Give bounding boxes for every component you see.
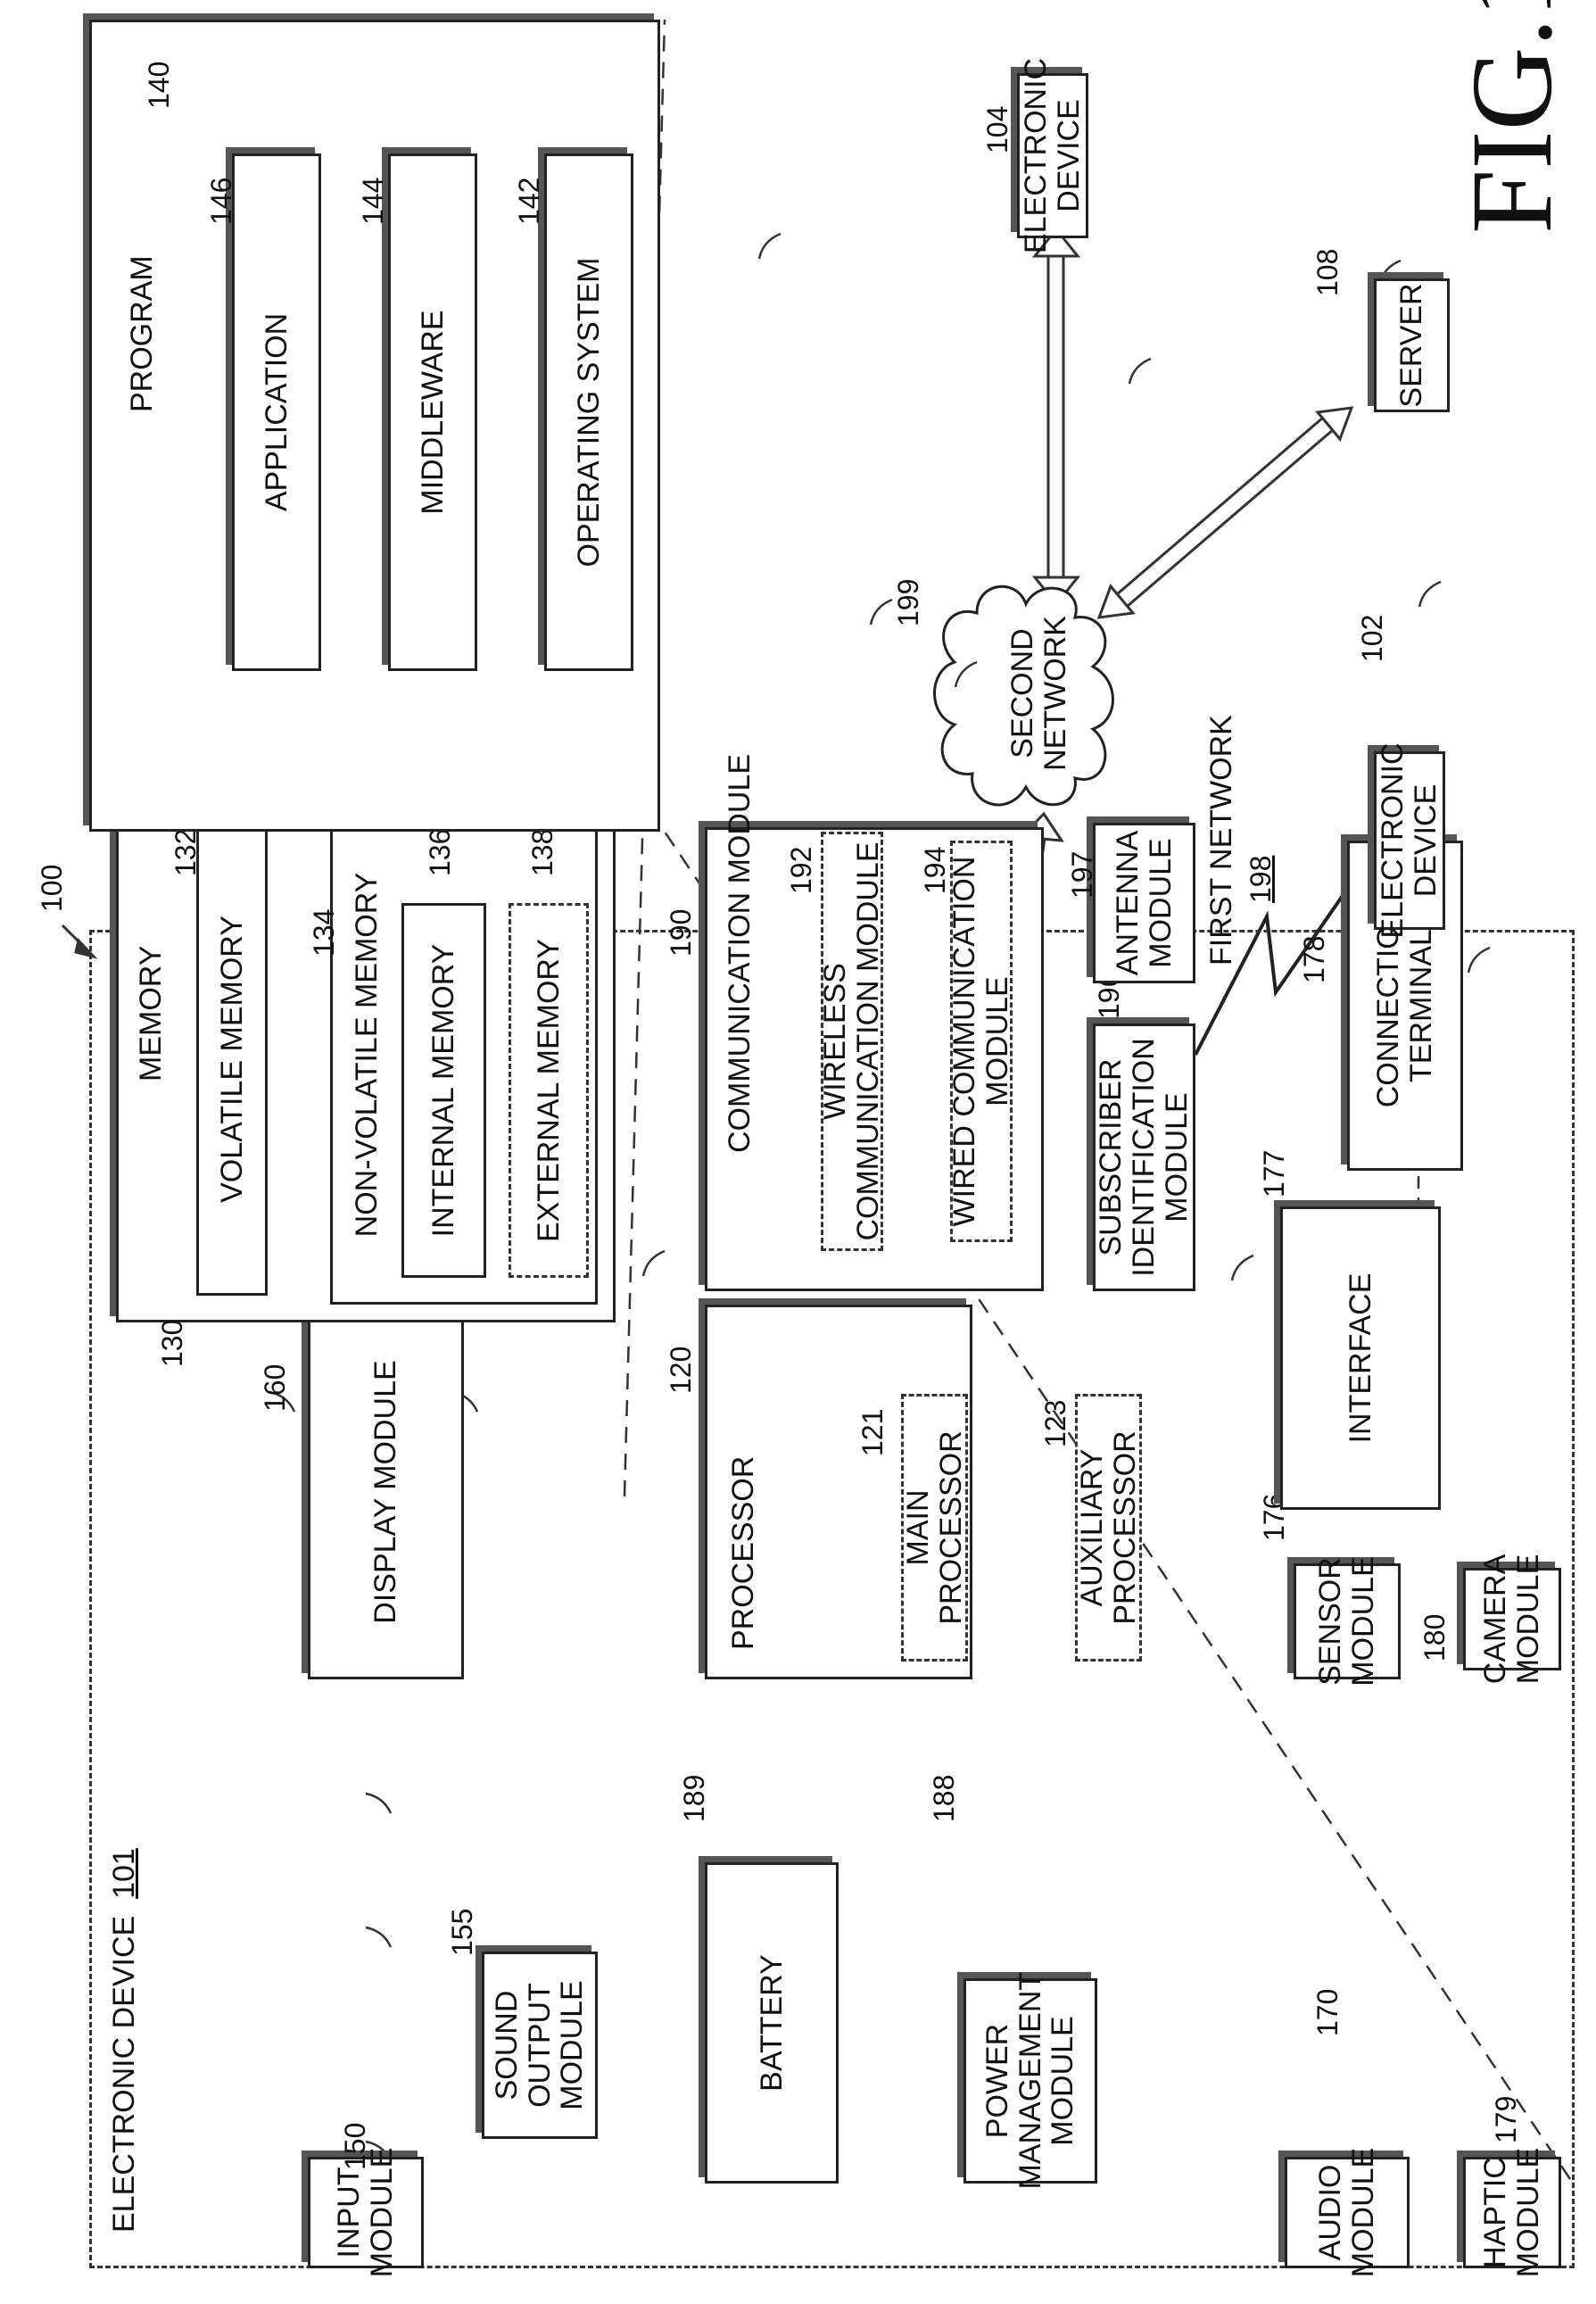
interface-box: INTERFACE xyxy=(1280,1206,1441,1510)
haptic-module-ref: 179 xyxy=(1490,2096,1523,2143)
second-network-ref: 199 xyxy=(892,579,925,626)
connection-terminal-ref: 178 xyxy=(1298,936,1331,983)
first-network-ref: 198 xyxy=(1245,856,1278,903)
display-module-ref: 160 xyxy=(259,1364,292,1412)
internal-memory-ref: 136 xyxy=(424,829,457,876)
middleware-box: MIDDLEWARE xyxy=(388,153,477,671)
server-ref: 108 xyxy=(1311,249,1344,296)
camera-module-ref: 180 xyxy=(1418,1614,1451,1662)
power-management-module-box: POWER MANAGEMENT MODULE xyxy=(963,1978,1097,2184)
server-box: SERVER xyxy=(1374,278,1450,412)
arrow-network-to-104 xyxy=(1035,229,1078,604)
external-memory-box: EXTERNAL MEMORY xyxy=(509,903,589,1278)
display-module-box: DISPLAY MODULE xyxy=(308,1305,464,1679)
program-ref: 140 xyxy=(143,62,176,109)
second-network-label-box: SECOND NETWORK xyxy=(990,617,1088,769)
volatile-memory-box: VOLATILE MEMORY xyxy=(196,823,268,1296)
input-module-ref: 150 xyxy=(339,2123,372,2170)
memory-label: MEMORY xyxy=(134,946,169,1082)
subscriber-identification-module-box: SUBSCRIBER IDENTIFICATION MODULE xyxy=(1093,1024,1195,1291)
communication-module-label: COMMUNICATION MODULE xyxy=(723,754,757,1153)
sound-output-module-ref: 155 xyxy=(446,1909,479,1956)
audio-module-box: AUDIO MODULE xyxy=(1285,2157,1410,2268)
nonvolatile-memory-ref: 134 xyxy=(308,909,341,957)
electronic-device-102-ref: 102 xyxy=(1356,615,1389,662)
communication-module-ref: 190 xyxy=(665,909,698,957)
external-memory-ref: 138 xyxy=(526,829,559,876)
figure-label: FIG.1 xyxy=(1445,0,1579,234)
input-module-box: INPUT MODULE xyxy=(308,2157,424,2268)
system-ref: 100 xyxy=(36,865,69,912)
sensor-module-box: SENSOR MODULE xyxy=(1294,1563,1401,1679)
main-processor-box: MAIN PROCESSOR xyxy=(901,1394,968,1662)
power-management-module-ref: 188 xyxy=(928,1775,961,1822)
program-title: PROGRAM xyxy=(125,255,160,412)
main-processor-ref: 121 xyxy=(856,1409,889,1456)
volatile-memory-ref: 132 xyxy=(170,829,203,876)
internal-memory-box: INTERNAL MEMORY xyxy=(401,903,486,1278)
auxiliary-processor-ref: 123 xyxy=(1039,1400,1072,1447)
middleware-ref: 144 xyxy=(357,178,390,225)
auxiliary-processor-box: AUXILIARY PROCESSOR xyxy=(1075,1394,1142,1662)
arrow-network-to-server xyxy=(1099,408,1352,617)
application-box: APPLICATION xyxy=(232,153,321,671)
camera-module-box: CAMERA MODULE xyxy=(1463,1568,1561,1670)
electronic-device-104-ref: 104 xyxy=(981,106,1014,153)
wireless-communication-module-ref: 192 xyxy=(785,847,818,894)
wireless-communication-module-box: WIRELESS COMMUNICATION MODULE xyxy=(821,832,883,1251)
wired-communication-module-box: WIRED COMMUNICATION MODULE xyxy=(950,841,1013,1242)
processor-ref: 120 xyxy=(665,1347,698,1394)
operating-system-box: OPERATING SYSTEM xyxy=(544,153,633,671)
electronic-device-102-box: ELECTRONIC DEVICE xyxy=(1374,751,1445,930)
antenna-module-ref: 197 xyxy=(1066,851,1099,899)
sound-output-module-box: SOUND OUTPUT MODULE xyxy=(482,1952,598,2139)
battery-box: BATTERY xyxy=(705,1862,839,2184)
interface-ref: 177 xyxy=(1258,1150,1291,1198)
memory-ref: 130 xyxy=(156,1320,189,1367)
wired-communication-module-ref: 194 xyxy=(919,847,952,894)
device-title: ELECTRONIC DEVICE 101 xyxy=(107,1848,142,2233)
haptic-module-box: HAPTIC MODULE xyxy=(1463,2157,1561,2268)
first-network-label: FIRST NETWORK xyxy=(1204,715,1239,966)
battery-ref: 189 xyxy=(678,1775,711,1822)
audio-module-ref: 170 xyxy=(1311,1989,1344,2036)
electronic-device-104-box: ELECTRONIC DEVICE xyxy=(1017,73,1088,238)
antenna-module-box: ANTENNA MODULE xyxy=(1093,823,1195,983)
application-ref: 146 xyxy=(205,178,238,225)
operating-system-ref: 142 xyxy=(513,178,546,225)
